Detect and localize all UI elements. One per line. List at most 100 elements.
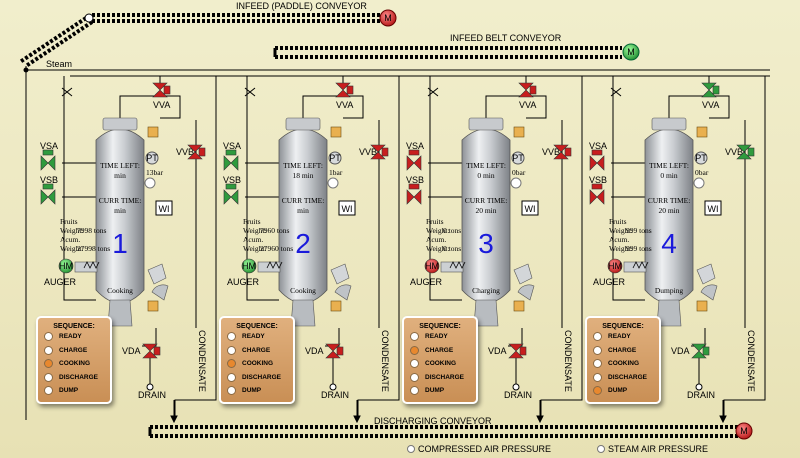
sequence-item-discharge[interactable]: DISCHARGE <box>410 371 476 385</box>
vsa-valve[interactable] <box>406 149 422 171</box>
vsa-valve[interactable] <box>40 149 56 171</box>
valve-body <box>370 151 386 160</box>
return-line <box>540 76 583 420</box>
vda-valve[interactable] <box>508 343 527 359</box>
valve-actuator <box>346 85 354 95</box>
sequence-label: DISCHARGE <box>59 373 99 381</box>
vda-valve[interactable] <box>325 343 344 359</box>
valve-actuator <box>591 183 603 190</box>
sequence-item-dump[interactable]: DUMP <box>593 384 659 398</box>
vsa-valve[interactable] <box>589 149 605 171</box>
dump-door <box>700 284 718 301</box>
sequence-radio[interactable] <box>410 332 419 342</box>
vent-line <box>485 76 527 120</box>
sequence-radio[interactable] <box>593 332 602 342</box>
hm-motor[interactable]: HM <box>424 258 440 274</box>
sequence-item-cooking[interactable]: COOKING <box>44 357 110 371</box>
sequence-radio[interactable] <box>227 345 236 355</box>
acum-label: Acum. <box>426 235 446 244</box>
vvb-valve[interactable] <box>553 144 572 160</box>
valve-body <box>518 82 534 91</box>
time-left-value: 0 min <box>477 171 495 180</box>
sequence-radio[interactable] <box>44 359 53 369</box>
vda-valve[interactable] <box>142 343 161 359</box>
sequence-item-dump[interactable]: DUMP <box>227 384 293 398</box>
sequence-item-cooking[interactable]: COOKING <box>410 357 476 371</box>
sequence-radio[interactable] <box>227 372 236 382</box>
vsb-valve[interactable] <box>40 183 56 205</box>
vsb-valve[interactable] <box>406 183 422 205</box>
sequence-radio[interactable] <box>227 332 236 342</box>
valve-body <box>40 155 49 171</box>
sequence-item-ready[interactable]: READY <box>44 330 110 344</box>
infeed-paddle-motor[interactable]: M <box>379 9 397 27</box>
sequence-item-cooking[interactable]: COOKING <box>227 357 293 371</box>
auger-label: AUGER <box>593 277 626 287</box>
sequence-radio[interactable] <box>593 345 602 355</box>
wi-label: WI <box>159 204 170 214</box>
acum-label: Acum. <box>609 235 629 244</box>
steam-line <box>63 76 96 301</box>
hm-motor[interactable]: HM <box>607 258 623 274</box>
sequence-item-ready[interactable]: READY <box>410 330 476 344</box>
vda-valve[interactable] <box>691 343 710 359</box>
sequence-label: READY <box>425 333 448 341</box>
compressed-air-label: COMPRESSED AIR PRESSURE <box>418 444 551 454</box>
vvb-valve[interactable] <box>187 144 206 160</box>
sequence-item-charge[interactable]: CHARGE <box>227 344 293 358</box>
sequence-radio[interactable] <box>410 359 419 369</box>
sequence-radio[interactable] <box>410 372 419 382</box>
sequence-item-charge[interactable]: CHARGE <box>44 344 110 358</box>
wi-box <box>521 200 539 216</box>
valve-body <box>508 350 524 359</box>
discharging-motor[interactable]: M <box>735 422 753 440</box>
sequence-radio[interactable] <box>593 372 602 382</box>
hm-motor[interactable]: HM <box>58 258 74 274</box>
sequence-radio[interactable] <box>44 345 53 355</box>
sequence-item-charge[interactable]: CHARGE <box>410 344 476 358</box>
sequence-item-dump[interactable]: DUMP <box>410 384 476 398</box>
cooker-tank <box>95 128 145 304</box>
sequence-item-ready[interactable]: READY <box>593 330 659 344</box>
vda-label: VDA <box>305 346 324 356</box>
sequence-item-charge[interactable]: CHARGE <box>593 344 659 358</box>
valve-body <box>701 89 717 98</box>
time-left-value: 0 min <box>660 171 678 180</box>
sequence-radio[interactable] <box>44 386 53 396</box>
sequence-item-cooking[interactable]: COOKING <box>593 357 659 371</box>
sequence-item-ready[interactable]: READY <box>227 330 293 344</box>
infeed-belt-motor[interactable]: M <box>622 43 640 61</box>
valve-body <box>736 144 752 153</box>
vsb-valve[interactable] <box>589 183 605 205</box>
sequence-radio[interactable] <box>44 332 53 342</box>
sequence-radio[interactable] <box>227 386 236 396</box>
sequence-label: DUMP <box>425 387 445 395</box>
sequence-radio[interactable] <box>227 359 236 369</box>
vva-valve[interactable] <box>518 82 537 98</box>
vvb-valve[interactable] <box>736 144 755 160</box>
sequence-item-discharge[interactable]: DISCHARGE <box>44 371 110 385</box>
vva-valve[interactable] <box>335 82 354 98</box>
hm-motor[interactable]: HM <box>241 258 257 274</box>
wi-label: WI <box>525 204 536 214</box>
sequence-radio[interactable] <box>410 345 419 355</box>
level-indicator <box>327 177 339 189</box>
sequence-radio[interactable] <box>44 372 53 382</box>
vva-valve[interactable] <box>152 82 171 98</box>
cooker-number: 2 <box>295 228 311 259</box>
sequence-radio[interactable] <box>593 359 602 369</box>
vvb-valve[interactable] <box>370 144 389 160</box>
sequence-radio[interactable] <box>410 386 419 396</box>
sequence-item-dump[interactable]: DUMP <box>44 384 110 398</box>
vsa-valve[interactable] <box>223 149 239 171</box>
lock-icon <box>330 300 342 312</box>
valve-actuator <box>702 346 710 356</box>
vsb-valve[interactable] <box>223 183 239 205</box>
sequence-item-discharge[interactable]: DISCHARGE <box>227 371 293 385</box>
sequence-radio[interactable] <box>593 386 602 396</box>
wi-label: WI <box>342 204 353 214</box>
sequence-item-discharge[interactable]: DISCHARGE <box>593 371 659 385</box>
drain-point <box>512 383 520 391</box>
vva-valve[interactable] <box>701 82 720 98</box>
